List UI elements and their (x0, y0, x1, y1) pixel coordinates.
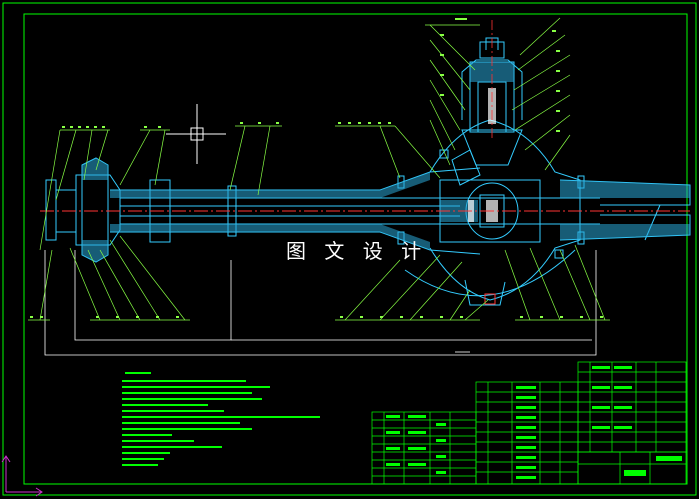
watermark-text: 图 文 设 计 (286, 239, 428, 263)
technical-notes-block (122, 372, 320, 466)
dimension-lines (44, 250, 597, 356)
section-hatching (82, 62, 690, 262)
ucs-axis-icon (1, 455, 43, 497)
part-number-ticks (30, 18, 603, 318)
inner-border (23, 13, 688, 485)
leader-lines (28, 17, 610, 321)
parts-list-text-marks (386, 366, 682, 479)
crosshair-cursor (166, 104, 226, 164)
parts-list-table (371, 361, 687, 485)
